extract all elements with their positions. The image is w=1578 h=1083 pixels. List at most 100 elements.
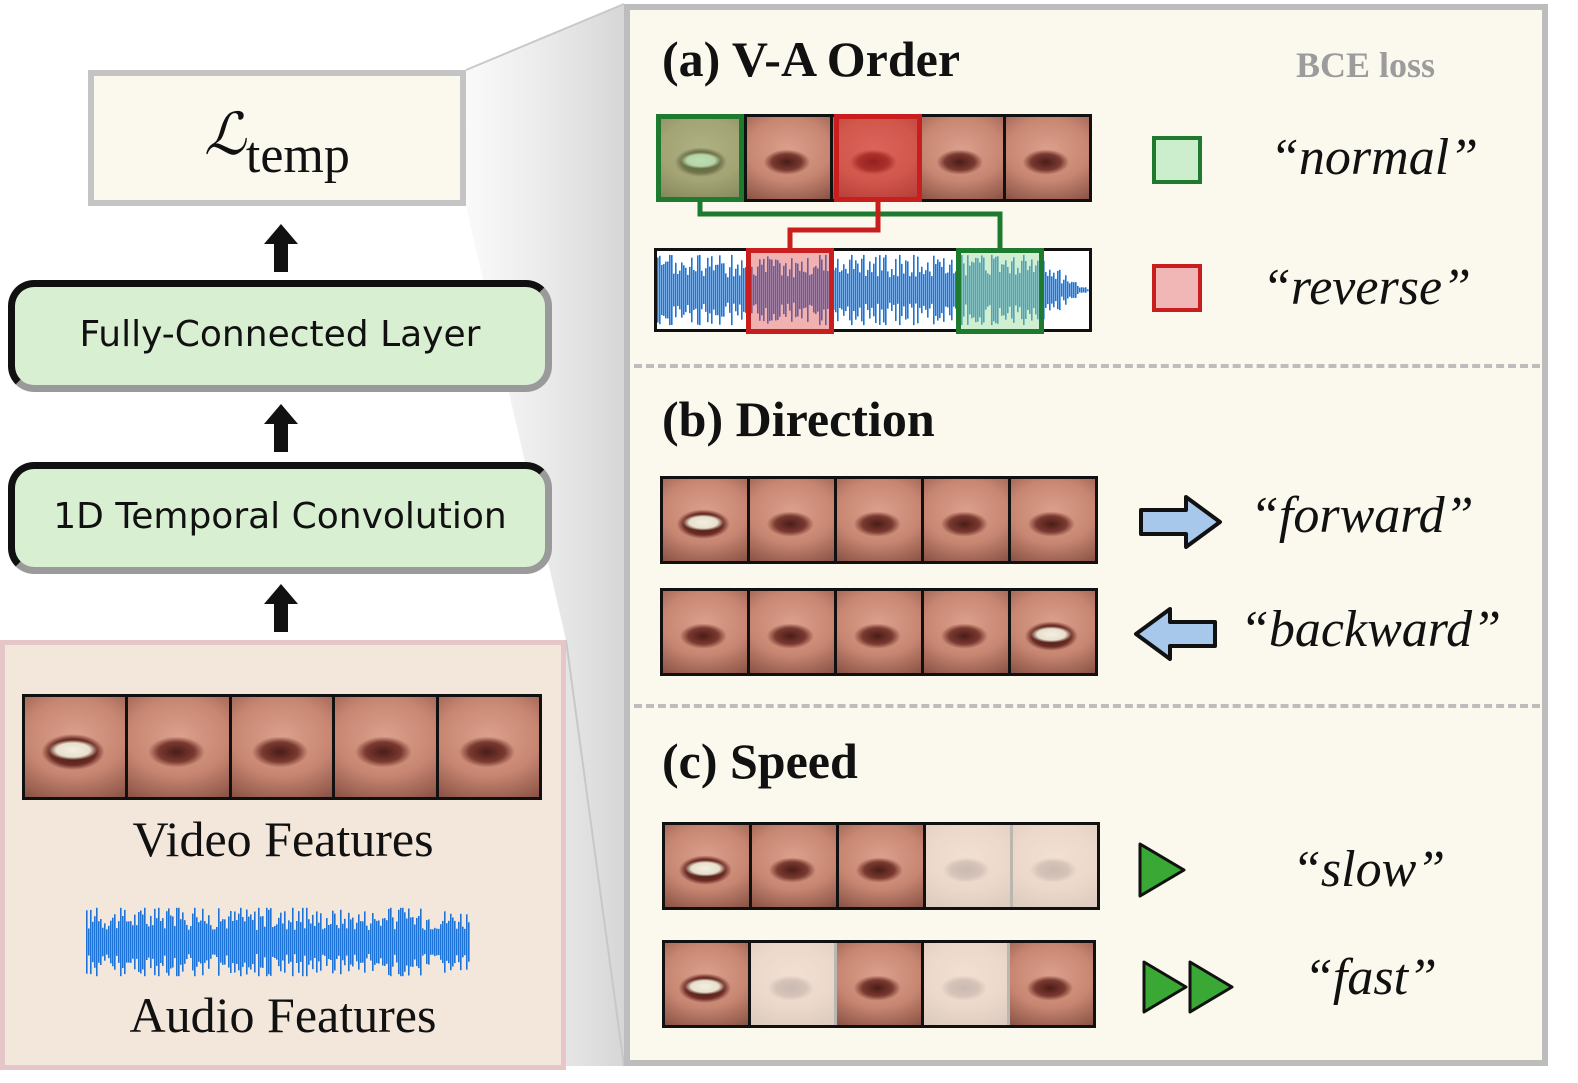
waveform-bar bbox=[462, 926, 464, 958]
waveform-bar bbox=[156, 918, 158, 966]
waveform-bar bbox=[220, 921, 222, 963]
waveform-bar bbox=[172, 916, 174, 968]
waveform-bar bbox=[793, 277, 795, 303]
waveform-bar bbox=[260, 916, 262, 968]
waveform-bar bbox=[865, 275, 867, 305]
waveform-bar bbox=[382, 918, 384, 966]
waveform-bar bbox=[126, 921, 128, 963]
waveform-bar bbox=[993, 258, 995, 322]
waveform-bar bbox=[388, 908, 390, 976]
waveform-bar bbox=[877, 276, 879, 304]
waveform-bar bbox=[1027, 270, 1029, 310]
waveform-bar bbox=[188, 929, 190, 955]
face-frame bbox=[837, 943, 924, 1025]
waveform-bar bbox=[819, 254, 821, 326]
waveform-bar bbox=[248, 916, 250, 968]
waveform-bar bbox=[803, 271, 805, 309]
waveform-bar bbox=[256, 929, 258, 955]
face-frame bbox=[661, 117, 748, 199]
waveform-bar bbox=[789, 269, 791, 311]
waveform-bar bbox=[813, 267, 815, 313]
waveform-bar bbox=[849, 259, 851, 321]
waveform-bar bbox=[739, 275, 741, 305]
waveform-bar bbox=[206, 923, 208, 961]
waveform-bar bbox=[867, 269, 869, 311]
audio-features-label: Audio Features bbox=[129, 987, 437, 1043]
waveform-bar bbox=[1087, 289, 1089, 292]
waveform-bar bbox=[400, 907, 402, 977]
waveform-bar bbox=[979, 262, 981, 318]
waveform-bar bbox=[164, 928, 166, 956]
waveform-bar bbox=[759, 259, 761, 321]
waveform-bar bbox=[352, 917, 354, 967]
waveform-bar bbox=[468, 922, 470, 962]
waveform-bar bbox=[715, 264, 717, 316]
waveform-bar bbox=[222, 919, 224, 965]
face-frame bbox=[750, 479, 837, 561]
forward-label: “forward” bbox=[1250, 487, 1474, 544]
waveform-bar bbox=[1037, 260, 1039, 320]
waveform-bar bbox=[659, 255, 661, 325]
waveform-bar bbox=[695, 271, 697, 309]
waveform-bar bbox=[464, 928, 466, 956]
waveform-bar bbox=[216, 926, 218, 958]
face-frame bbox=[752, 825, 839, 907]
waveform-bar bbox=[278, 917, 280, 967]
waveform-bar bbox=[276, 924, 278, 960]
direction-title: (b) Direction bbox=[662, 391, 935, 447]
waveform-bar bbox=[1029, 266, 1031, 314]
waveform-bar bbox=[410, 917, 412, 967]
waveform-bar bbox=[280, 912, 282, 972]
waveform-bar bbox=[390, 907, 392, 977]
waveform-bar bbox=[677, 273, 679, 307]
waveform-bar bbox=[755, 275, 757, 305]
waveform-bar bbox=[711, 256, 713, 324]
waveform-bar bbox=[797, 263, 799, 317]
waveform-bar bbox=[745, 267, 747, 313]
up-arrow-icon bbox=[264, 224, 298, 272]
waveform-bar bbox=[228, 916, 230, 968]
waveform-bar bbox=[210, 925, 212, 959]
waveform-bar bbox=[743, 268, 745, 312]
waveform-bar bbox=[905, 260, 907, 320]
video-features-label: Video Features bbox=[132, 811, 434, 867]
waveform-bar bbox=[741, 260, 743, 320]
face-frame bbox=[1005, 117, 1090, 199]
waveform-bar bbox=[823, 270, 825, 310]
waveform-bar bbox=[853, 268, 855, 312]
temporal-convolution-label: 1D Temporal Convolution bbox=[53, 496, 507, 537]
waveform-bar bbox=[404, 912, 406, 972]
waveform-bar bbox=[412, 917, 414, 967]
waveform-bar bbox=[733, 276, 735, 304]
waveform-bar bbox=[1055, 278, 1057, 302]
va-connectors bbox=[697, 202, 1003, 252]
waveform-bar bbox=[106, 929, 108, 955]
waveform-bar bbox=[967, 255, 969, 325]
waveform-bar bbox=[937, 259, 939, 321]
waveform-bar bbox=[885, 254, 887, 326]
waveform-bar bbox=[731, 254, 733, 326]
waveform-bar bbox=[436, 928, 438, 956]
waveform-bar bbox=[428, 919, 430, 965]
waveform-bar bbox=[348, 912, 350, 972]
face-frame bbox=[128, 697, 232, 797]
waveform-bar bbox=[753, 274, 755, 306]
faded-face-frame bbox=[751, 943, 838, 1025]
waveform-bar bbox=[667, 261, 669, 319]
waveform-bar bbox=[825, 254, 827, 326]
waveform-bar bbox=[386, 920, 388, 964]
waveform-bar bbox=[92, 921, 94, 963]
waveform-bar bbox=[136, 925, 138, 959]
waveform-bar bbox=[376, 920, 378, 964]
waveform-bar bbox=[669, 254, 671, 326]
waveform-bar bbox=[1019, 272, 1021, 308]
waveform-bar bbox=[134, 914, 136, 970]
waveform-bar bbox=[675, 262, 677, 318]
waveform-bar bbox=[915, 276, 917, 304]
waveform-bar bbox=[114, 914, 116, 970]
waveform-bar bbox=[342, 923, 344, 961]
waveform-bar bbox=[1001, 264, 1003, 316]
waveform-bar bbox=[290, 922, 292, 962]
face-frame bbox=[839, 825, 926, 907]
waveform-bar bbox=[737, 264, 739, 316]
